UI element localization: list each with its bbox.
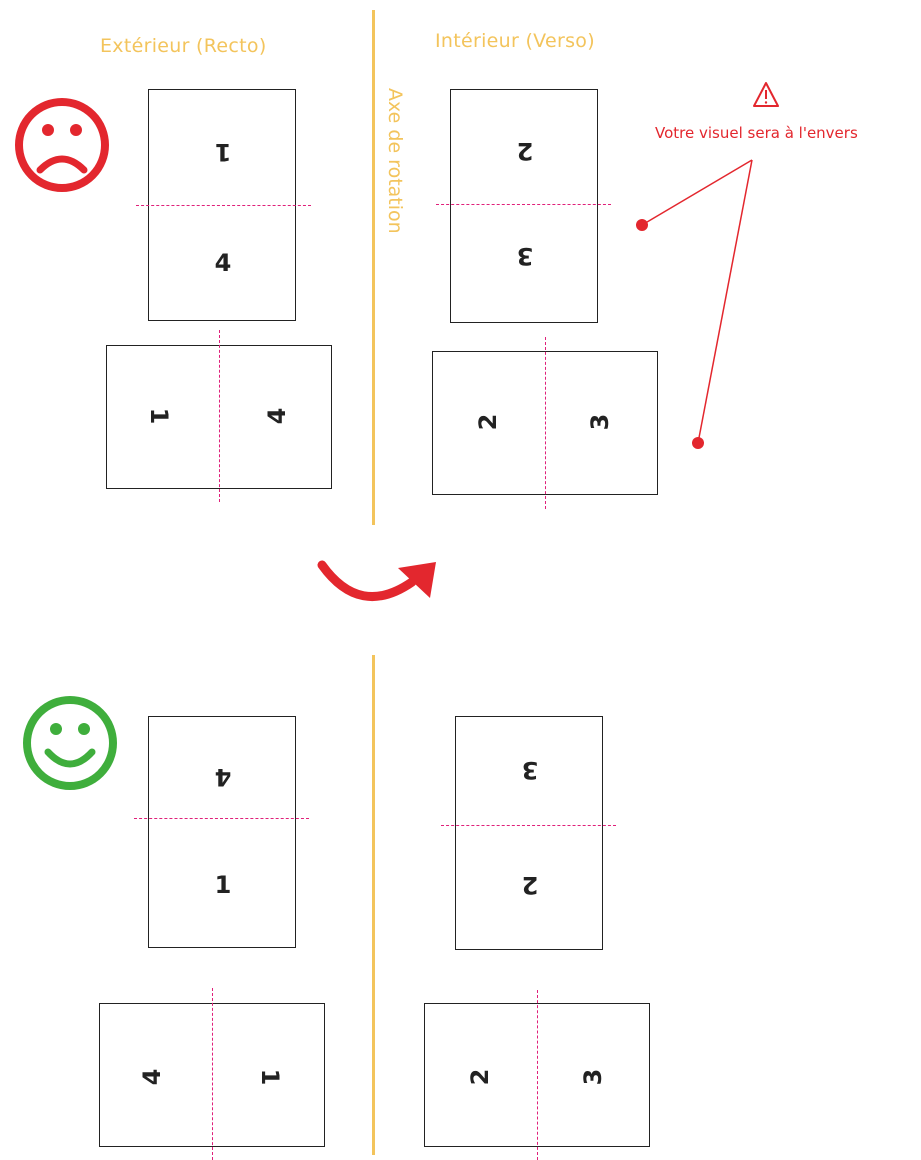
correct-exterior-portrait-panel: 4 1 [148,716,296,948]
page-number: 2 [516,137,534,165]
fold-line [545,337,546,509]
page-number: 1 [145,407,173,425]
page-number: 4 [138,1068,166,1086]
page-number: 2 [521,871,539,899]
page-number: 2 [474,413,502,431]
rotation-axis-label: Axe de rotation [384,88,406,234]
correct-interior-portrait-panel: 3 2 [455,716,603,950]
page-number: 1 [214,138,232,166]
fold-line [212,988,213,1160]
fold-line [136,205,311,206]
rotation-axis-line-top [372,10,375,525]
page-number: 4 [214,763,232,791]
page-number: 3 [516,242,534,270]
fold-line [219,330,220,502]
page-number: 4 [263,407,291,425]
fold-line [134,818,309,819]
fold-line [436,204,611,205]
page-number: 4 [214,249,232,277]
page-number: 3 [586,413,614,431]
rotation-axis-line-bottom [372,655,375,1155]
page-number: 1 [214,871,232,899]
page-number: 2 [466,1068,494,1086]
exterior-heading: Extérieur (Recto) [100,35,267,57]
warning-text: Votre visuel sera à l'envers [655,124,858,142]
fold-line [537,990,538,1160]
page-number: 3 [579,1068,607,1086]
interior-heading: Intérieur (Verso) [435,30,595,52]
fold-line [441,825,616,826]
wrong-interior-portrait-panel: 2 3 [450,89,598,323]
page-number: 1 [256,1068,284,1086]
page-number: 3 [521,756,539,784]
